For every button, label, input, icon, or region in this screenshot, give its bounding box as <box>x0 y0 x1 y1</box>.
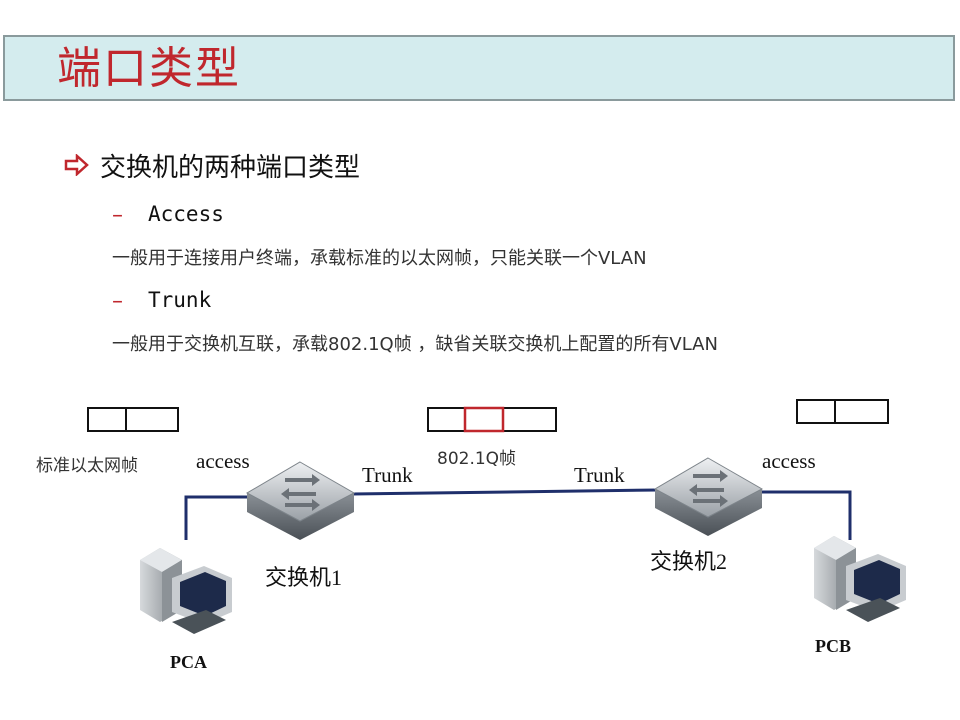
arrow-right-icon <box>64 154 89 176</box>
switch2-label: 交换机2 <box>650 549 728 574</box>
bullet-dash-access: – <box>112 203 123 228</box>
switch2-icon <box>653 457 764 536</box>
switch2-access-port-label: access <box>762 449 816 473</box>
standard-ethernet-frame-right <box>796 399 889 424</box>
switch1-icon <box>245 461 356 540</box>
pcb-label: PCB <box>815 636 851 656</box>
pca-label: PCA <box>170 652 207 672</box>
vlan-tag-field <box>463 406 505 433</box>
link-switch2-pcb <box>760 490 852 540</box>
trunk-link <box>351 488 659 496</box>
item-access-description: 一般用于连接用户终端，承载标准的以太网帧，只能关联一个VLAN <box>112 248 647 269</box>
pcb-computer-icon <box>814 536 906 622</box>
section-heading: 交换机的两种端口类型 <box>64 147 360 183</box>
switch1-access-port-label: access <box>196 449 250 473</box>
switch2-trunk-port-label: Trunk <box>574 463 625 487</box>
dot1q-frame <box>427 406 557 433</box>
title-bar: 端口类型 <box>3 35 955 101</box>
item-trunk-description: 一般用于交换机互联，承载802.1Q帧 ，缺省关联交换机上配置的所有VLAN <box>112 334 718 355</box>
switch1-trunk-port-label: Trunk <box>362 463 413 487</box>
item-access-name: Access <box>148 202 224 226</box>
item-trunk-name: Trunk <box>148 288 212 312</box>
switch1-label: 交换机1 <box>265 565 343 590</box>
standard-ethernet-frame-left <box>87 407 179 432</box>
dot1q-frame-label: 802.1Q帧 <box>437 449 517 469</box>
pca-computer-icon <box>140 548 232 634</box>
bullet-dash-trunk: – <box>112 289 123 314</box>
section-heading-text: 交换机的两种端口类型 <box>100 152 361 183</box>
standard-frame-label: 标准以太网帧 <box>36 456 138 476</box>
link-pca-switch1 <box>184 495 250 540</box>
page-title: 端口类型 <box>57 43 241 94</box>
